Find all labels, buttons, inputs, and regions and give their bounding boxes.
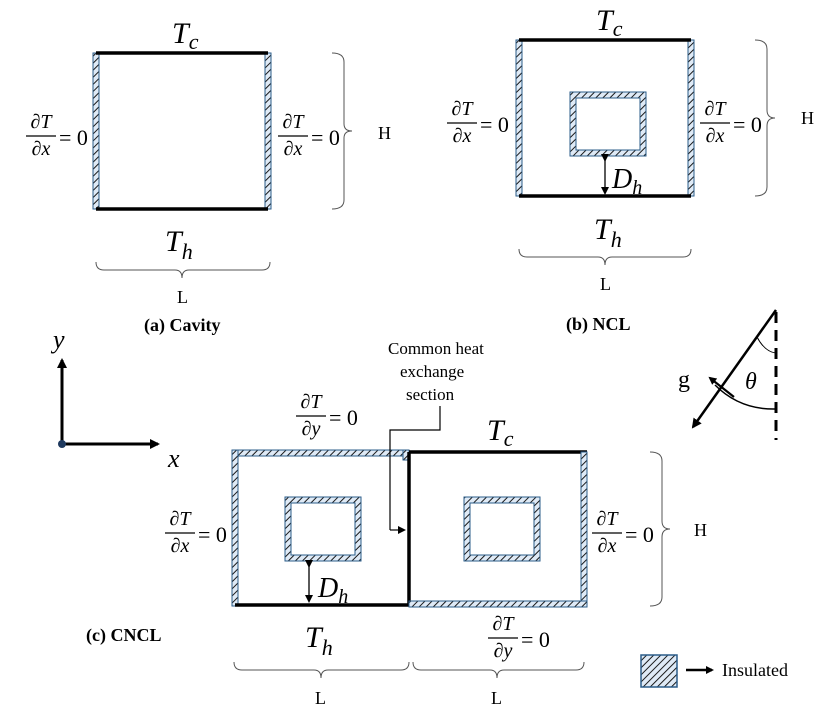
gravity-vector <box>691 309 778 429</box>
cncl-right-width-label: L <box>491 688 502 708</box>
cncl-left-bc: ∂T ∂x = 0 <box>165 508 227 557</box>
svg-text:∂T: ∂T <box>300 391 323 413</box>
gravity-angle-indicator: g θ <box>678 309 778 440</box>
cavity-left-bc: ∂T ∂x = 0 <box>26 111 88 160</box>
y-axis-label: y <box>50 325 65 354</box>
svg-text:section: section <box>406 385 455 404</box>
cavity-height-brace <box>331 52 353 210</box>
cncl-right-bottom-insulated-wall <box>408 600 588 608</box>
legend-label: Insulated <box>722 660 788 680</box>
cncl-right-inner-insulated-block <box>463 496 541 562</box>
svg-text:∂T: ∂T <box>282 111 305 133</box>
ncl-inner-insulated-block <box>569 91 647 157</box>
svg-text:∂y: ∂y <box>302 418 321 440</box>
svg-text:= 0: = 0 <box>521 627 550 652</box>
cavity-bottom-temp-label: Th <box>165 225 193 264</box>
cncl-height-brace <box>649 451 671 607</box>
panel-a-cavity: Tc Th ∂T ∂x = 0 ∂T ∂x = 0 H L (a) Cavity <box>26 17 391 336</box>
legend-hatch-swatch <box>640 654 678 688</box>
panel-c-cncl: Dh Tc Th ∂T ∂y = 0 ∂T ∂y = 0 ∂T ∂x = 0 <box>86 339 707 708</box>
ncl-caption: (b) NCL <box>566 314 631 335</box>
ncl-dh-label: Dh <box>611 164 642 199</box>
g-pointer-arrow <box>708 376 735 398</box>
svg-text:∂x: ∂x <box>171 535 190 557</box>
svg-text:= 0: = 0 <box>480 112 509 137</box>
svg-text:= 0: = 0 <box>198 522 227 547</box>
cavity-right-bc: ∂T ∂x = 0 <box>278 111 340 160</box>
ncl-width-label: L <box>600 274 611 294</box>
cavity-left-insulated-wall <box>92 52 100 210</box>
cavity-width-brace <box>95 261 271 279</box>
ncl-top-temp-label: Tc <box>596 4 623 41</box>
svg-text:= 0: = 0 <box>59 125 88 150</box>
ncl-left-bc: ∂T ∂x = 0 <box>447 98 509 147</box>
cavity-height-label: H <box>378 123 391 143</box>
cncl-top-temp-label: Tc <box>487 414 514 451</box>
svg-text:∂x: ∂x <box>598 535 617 557</box>
ncl-bottom-temp-label: Th <box>594 213 622 252</box>
origin-dot <box>58 440 66 448</box>
cncl-left-top-insulated-wall <box>231 449 409 457</box>
cncl-bottom-temp-label: Th <box>305 621 333 660</box>
cavity-width-label: L <box>177 287 188 307</box>
svg-text:= 0: = 0 <box>625 522 654 547</box>
svg-text:∂T: ∂T <box>30 111 53 133</box>
svg-text:∂x: ∂x <box>453 125 472 147</box>
coordinate-axes: y x <box>50 325 180 473</box>
svg-text:Common heat: Common heat <box>388 339 484 358</box>
cncl-right-insulated-wall <box>580 451 588 608</box>
ncl-right-insulated-wall <box>687 39 695 197</box>
theta-arc-large <box>714 384 777 410</box>
cavity-caption: (a) Cavity <box>144 315 220 336</box>
cncl-dh-label: Dh <box>317 573 348 608</box>
gravity-label: g <box>678 367 690 393</box>
svg-text:∂T: ∂T <box>451 98 474 120</box>
cncl-bottom-bc: ∂T ∂y = 0 <box>488 613 550 662</box>
cavity-top-temp-label: Tc <box>172 17 199 54</box>
common-heat-exchange-callout: Common heat exchange section <box>388 339 484 534</box>
svg-text:∂x: ∂x <box>706 125 725 147</box>
cncl-right-width-brace <box>412 661 585 679</box>
svg-text:= 0: = 0 <box>733 112 762 137</box>
cavity-right-insulated-wall <box>264 52 272 210</box>
theta-label: θ <box>745 369 757 395</box>
ncl-right-bc: ∂T ∂x = 0 <box>700 98 762 147</box>
cncl-left-width-brace <box>233 661 410 679</box>
svg-text:= 0: = 0 <box>329 405 358 430</box>
svg-text:∂T: ∂T <box>169 508 192 530</box>
ncl-width-brace <box>518 248 692 266</box>
ncl-height-brace <box>754 39 776 197</box>
cncl-left-inner-insulated-block <box>284 496 362 562</box>
cncl-left-width-label: L <box>315 688 326 708</box>
svg-text:= 0: = 0 <box>311 125 340 150</box>
cncl-height-label: H <box>694 520 707 540</box>
x-axis-label: x <box>167 444 180 473</box>
callout-leader-line <box>389 406 441 530</box>
svg-text:exchange: exchange <box>400 362 464 381</box>
cncl-top-bc: ∂T ∂y = 0 <box>296 391 358 440</box>
svg-text:∂x: ∂x <box>32 138 51 160</box>
cncl-right-bc: ∂T ∂x = 0 <box>592 508 654 557</box>
svg-text:∂T: ∂T <box>704 98 727 120</box>
svg-text:∂y: ∂y <box>494 640 513 662</box>
cncl-left-insulated-wall <box>231 449 239 607</box>
svg-text:∂T: ∂T <box>492 613 515 635</box>
svg-text:∂T: ∂T <box>596 508 619 530</box>
cncl-caption: (c) CNCL <box>86 625 161 646</box>
theta-arc-small <box>756 336 777 354</box>
legend-insulated: Insulated <box>640 654 788 688</box>
svg-text:∂x: ∂x <box>284 138 303 160</box>
ncl-height-label: H <box>801 108 814 128</box>
ncl-left-insulated-wall <box>515 39 523 197</box>
panel-b-ncl: Dh Tc Th ∂T ∂x = 0 ∂T ∂x = 0 H L (b) NCL <box>447 4 814 335</box>
